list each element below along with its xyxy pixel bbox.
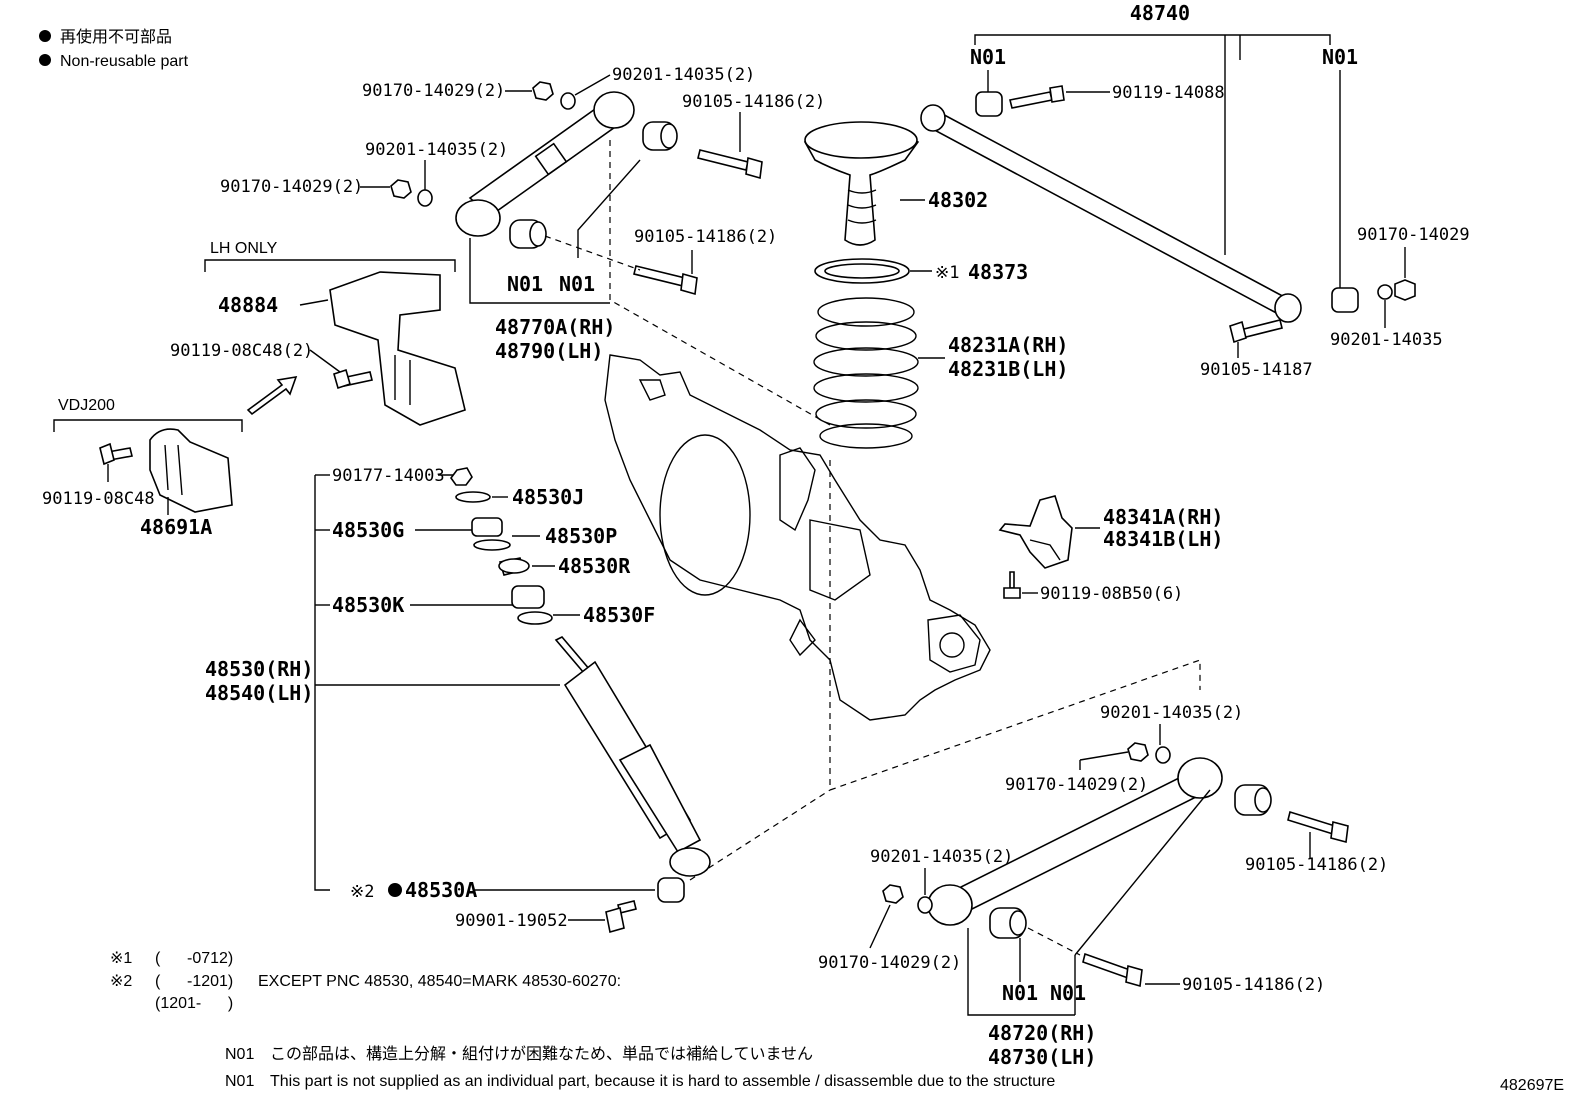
upper-arm-group: 90170-14029(2) 90201-14035(2) 90170-1402… <box>220 65 831 426</box>
footnote-1-mark: ※1 <box>110 950 132 967</box>
axle-housing <box>604 354 991 721</box>
part-48373-label: 48373 <box>968 260 1028 284</box>
lower-arm-group: 90201-14035(2) 90170-14029(2) 90105-1418… <box>818 703 1388 1069</box>
non-reusable-bullet-icon <box>39 54 51 66</box>
part-90170-14029-label: 90170-14029(2) <box>1005 775 1148 795</box>
part-90170-14029-label: 90170-14029(2) <box>818 953 961 973</box>
part-90170-14029-label: 90170-14029 <box>1357 225 1470 245</box>
part-48720-label: 48720(RH) <box>988 1021 1096 1045</box>
lateral-rod <box>925 108 1292 318</box>
protector-bracket <box>149 428 233 513</box>
bushing <box>975 91 1003 117</box>
footnote-2-line2: (1201- ) <box>155 995 233 1012</box>
bracket-group: 48341A(RH) 48341B(LH) 90119-08B50(6) <box>998 495 1223 604</box>
part-90105-14186-label: 90105-14186(2) <box>682 92 825 112</box>
shock-rod <box>554 636 592 674</box>
part-48884-label: 48884 <box>218 293 278 317</box>
part-90901-19052-label: 90901-19052 <box>455 911 568 931</box>
shock-absorber-group: 90177-14003 48530J 48530G 48530P 48530R … <box>205 466 711 934</box>
shock-bracket <box>998 495 1073 569</box>
part-48530K-label: 48530K <box>332 593 404 617</box>
part-90105-14186-label: 90105-14186(2) <box>1245 855 1388 875</box>
part-48530A-mark: ※2 <box>350 882 374 902</box>
part-48341B-label: 48341B(LH) <box>1103 527 1223 551</box>
part-90201-14035-label: 90201-14035(2) <box>1100 703 1243 723</box>
footnote-2-mark: ※2 <box>110 973 132 990</box>
footnote-1-text: ( -0712) <box>155 950 233 967</box>
bushing <box>1331 287 1359 313</box>
part-48540LH-label: 48540(LH) <box>205 681 313 705</box>
part-90177-14003-label: 90177-14003 <box>332 466 445 486</box>
part-48530F-label: 48530F <box>583 603 655 627</box>
part-48341A-label: 48341A(RH) <box>1103 505 1223 529</box>
vdj200-group: VDJ200 90119-08C48 48691A <box>42 397 243 539</box>
part-90201-14035-label: 90201-14035 <box>1330 330 1443 350</box>
part-48231B-label: 48231B(LH) <box>948 357 1068 381</box>
n01-notes: N01 この部品は、構造上分解・組付けが困難なため、単品では補給していません N… <box>225 1045 1055 1090</box>
part-48790-label: 48790(LH) <box>495 339 603 363</box>
part-90105-14187-label: 90105-14187 <box>1200 360 1313 380</box>
n01-note-en-code: N01 <box>225 1073 254 1090</box>
part-90201-14035-label: 90201-14035(2) <box>365 140 508 160</box>
part-90170-14029-label: 90170-14029(2) <box>220 177 363 197</box>
part-48530G-label: 48530G <box>332 518 404 542</box>
figure-id: 482697E <box>1500 1077 1564 1094</box>
part-48530R-label: 48530R <box>558 554 631 578</box>
part-48691A-label: 48691A <box>140 515 212 539</box>
bushing <box>657 877 685 903</box>
non-reusable-bullet-icon <box>388 883 402 897</box>
non-reusable-bullet-icon <box>39 30 51 42</box>
part-48302-label: 48302 <box>928 188 988 212</box>
footnote-2-text: ( -1201) <box>155 973 233 990</box>
spring-group: 48302 ※1 48373 48231A(RH) 48231B(LH) <box>803 121 1068 449</box>
part-48530RH-label: 48530(RH) <box>205 657 313 681</box>
part-90119-08C48-label: 90119-08C48 <box>42 489 155 509</box>
n01-label: N01 <box>507 272 543 296</box>
n01-note-en-text: This part is not supplied as an individu… <box>270 1073 1055 1090</box>
lh-only-label: LH ONLY <box>210 240 278 257</box>
n01-label: N01 <box>559 272 595 296</box>
lh-only-group: LH ONLY 48884 90119-08C48(2) <box>170 240 466 426</box>
part-90201-14035-label: 90201-14035(2) <box>612 65 755 85</box>
protector-bracket <box>329 271 466 426</box>
part-48530J-label: 48530J <box>512 485 584 509</box>
part-90119-14088-label: 90119-14088 <box>1112 83 1225 103</box>
footnote-2-except: EXCEPT PNC 48530, 48540=MARK 48530-60270… <box>258 973 621 990</box>
coil-spring <box>813 297 919 449</box>
part-48373-mark: ※1 <box>935 263 959 283</box>
footnotes: ※1 ( -0712) ※2 ( -1201) EXCEPT PNC 48530… <box>110 950 621 1012</box>
n01-note-jp-code: N01 <box>225 1046 254 1063</box>
lateral-rod-group: 48740 N01 N01 90119-14088 90170-14029 90… <box>920 1 1470 380</box>
vdj200-label: VDJ200 <box>58 397 115 414</box>
n01-label: N01 <box>1002 981 1038 1005</box>
part-48530A-label: 48530A <box>405 878 477 902</box>
part-48740-label: 48740 <box>1130 1 1190 25</box>
arrow-icon <box>246 375 298 416</box>
part-48530P-label: 48530P <box>545 524 617 548</box>
part-90201-14035-label: 90201-14035(2) <box>870 847 1013 867</box>
part-90105-14186-label: 90105-14186(2) <box>634 227 777 247</box>
part-90105-14186-label: 90105-14186(2) <box>1182 975 1325 995</box>
part-90170-14029-label: 90170-14029(2) <box>362 81 505 101</box>
part-48770A-label: 48770A(RH) <box>495 315 615 339</box>
n01-note-jp-text: この部品は、構造上分解・組付けが困難なため、単品では補給していません <box>270 1045 813 1063</box>
n01-label: N01 <box>1050 981 1086 1005</box>
part-48231A-label: 48231A(RH) <box>948 333 1068 357</box>
part-48730-label: 48730(LH) <box>988 1045 1096 1069</box>
legend-en: Non-reusable part <box>60 53 189 70</box>
part-90119-08B50-label: 90119-08B50(6) <box>1040 584 1183 604</box>
legend-jp: 再使用不可部品 <box>60 28 172 46</box>
part-90119-08C48-label: 90119-08C48(2) <box>170 341 313 361</box>
n01-label: N01 <box>1322 45 1358 69</box>
n01-label: N01 <box>970 45 1006 69</box>
legend: 再使用不可部品 Non-reusable part <box>39 28 189 70</box>
